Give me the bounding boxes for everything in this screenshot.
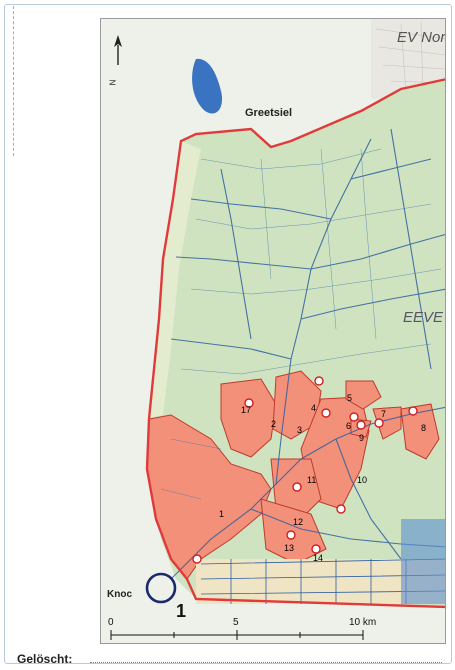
area-number: 2 xyxy=(271,419,277,429)
area-number: 5 xyxy=(347,393,353,403)
area-number: 10 xyxy=(357,475,368,485)
document-frame xyxy=(4,4,452,664)
area-number: 9 xyxy=(359,433,365,443)
margin-change-bar xyxy=(9,6,14,156)
area-number: 14 xyxy=(313,553,324,563)
area-number: 12 xyxy=(293,517,304,527)
area-number: 7 xyxy=(381,409,387,419)
north-arrow-label: N xyxy=(108,79,118,86)
deleted-revision-label: Gelöscht: xyxy=(17,652,73,666)
region-label: EEVE xyxy=(403,309,444,326)
map-graphic xyxy=(101,19,445,643)
place-label-greetsiel: Greetsiel xyxy=(245,107,293,119)
area-number: 6 xyxy=(346,421,352,431)
area-number: 11 xyxy=(307,475,317,485)
location-marker-label: 1 xyxy=(176,601,187,621)
scale-tick-label: 10 km xyxy=(349,617,377,628)
area-number: 1 xyxy=(219,509,225,519)
area-number: 17 xyxy=(241,405,252,415)
region-label: EV Nor xyxy=(397,29,446,46)
revision-dotted-line xyxy=(90,662,442,663)
area-number: 13 xyxy=(284,543,295,553)
place-label-knock: Knoc xyxy=(107,589,132,600)
area-number: 3 xyxy=(297,425,303,435)
drainage-map: 1 2 3 4 5 6 7 8 9 10 11 12 13 14 17 EV N… xyxy=(100,18,446,644)
area-number: 8 xyxy=(421,423,427,433)
area-number: 4 xyxy=(311,403,317,413)
scale-tick-label: 0 xyxy=(108,617,114,628)
scale-tick-label: 5 xyxy=(233,617,239,628)
